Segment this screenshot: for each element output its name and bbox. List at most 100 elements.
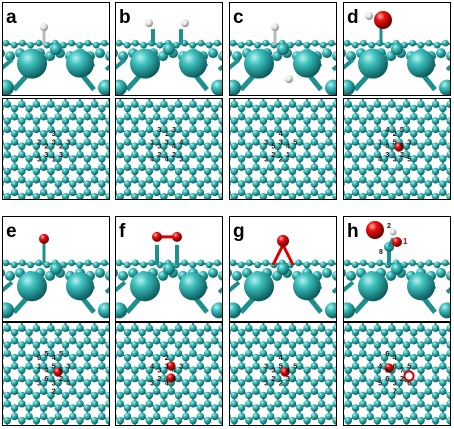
carbon-atom [310,328,318,337]
carbon-atom [69,129,77,138]
carbon-atom [98,387,106,395]
carbon-atom [69,379,77,387]
carbon-atom [303,201,310,208]
carbon-atom [395,188,403,197]
carbon-atom [18,400,26,408]
carbon-atom [182,387,190,395]
carbon-atom [388,167,396,176]
carbon-atom [446,176,451,184]
c-c-bond [263,205,270,209]
atom-index-label: 1 [52,156,56,163]
carbon-atom [18,192,26,200]
atom-index-label: 4 [179,140,183,147]
carbon-atom [167,387,175,395]
c-c-bond [336,92,343,96]
carbon-atom [402,100,411,108]
carbon-atom [245,349,253,358]
c-c-bond [215,205,222,209]
carbon-atom [211,113,219,121]
carbon-atom [76,391,84,400]
carbon-atom [167,155,175,163]
carbon-atom [167,328,175,337]
carbon-atom [196,412,204,421]
carbon-atom [123,261,131,269]
c-c-bond [221,103,223,106]
atom-index-label: 4 [385,127,389,134]
c-c-bond [221,179,223,182]
c-c-bond [336,316,343,320]
c-c-bond [221,403,223,406]
carbon-atom [218,400,223,408]
carbon-atom [296,163,304,171]
c-c-bond [215,205,222,209]
carbon-atom [332,341,337,349]
c-c-bond [65,205,72,209]
c-c-bond [335,403,337,406]
carbon-atom [18,150,26,159]
carbon-atom-front [66,49,94,78]
carbon-atom [380,113,389,121]
atom-index-label: 5 [400,127,404,134]
carbon-atom [252,328,260,337]
atom-index-label: 3 [393,156,397,163]
panel-frame [343,98,451,200]
carbon-atom [76,324,84,332]
atom-index-label: 2 [393,131,397,138]
carbon-atom [431,150,440,159]
panel-a-side-view: a [2,2,110,96]
carbon-atom [3,176,11,184]
carbon-atom [344,100,352,108]
carbon-atom [145,341,154,349]
c-c-bond [208,205,215,209]
carbon-atom [32,324,41,332]
c-c-bond [113,205,120,209]
c-c-bond [377,205,384,209]
carbon-atom [395,163,403,171]
carbon-atom [230,117,238,125]
carbon-atom [10,353,19,362]
carbon-atom [123,337,132,345]
atom-index-label: 5 [393,140,397,147]
carbon-atom [203,125,212,134]
c-c-bond [227,205,234,209]
carbon-atom [431,117,440,125]
c-c-bond [399,205,406,209]
carbon-atom [105,400,110,408]
carbon-atom [33,201,40,208]
carbon-atom [18,341,26,349]
carbon-atom [47,324,55,332]
carbon-atom [61,324,70,332]
carbon-atom [160,349,168,358]
carbon-atom [76,261,84,269]
c-c-bond [222,316,229,320]
c-c-bond [335,169,337,173]
carbon-atom [254,261,261,269]
carbon-atom [76,176,84,184]
c-c-bond [200,205,207,209]
carbon-atom [230,142,238,150]
carbon-atom [25,113,33,121]
carbon-atom [203,150,212,159]
carbon-atom [10,404,19,412]
carbon-atom [2,39,10,47]
atom-index-label: 3 [59,152,63,159]
carbon-atom [61,150,70,159]
c-c-bond [335,119,337,122]
c-c-bond [335,153,337,157]
carbon-atom [18,100,26,108]
carbon-atom [266,138,275,146]
carbon-atom [98,104,106,113]
carbon-atom [417,167,425,176]
carbon-atom [303,341,311,349]
carbon-atom [90,117,99,125]
c-c-bond [329,205,336,209]
atom-index-label: 3 [157,127,161,134]
carbon-atom [32,192,41,200]
carbon-atom [132,39,139,47]
carbon-atom [174,391,183,400]
carbon-atom [439,180,447,188]
c-c-bond [221,343,223,346]
carbon-atom [208,48,218,59]
c-c-bond [335,128,337,131]
carbon-atom [189,167,197,176]
